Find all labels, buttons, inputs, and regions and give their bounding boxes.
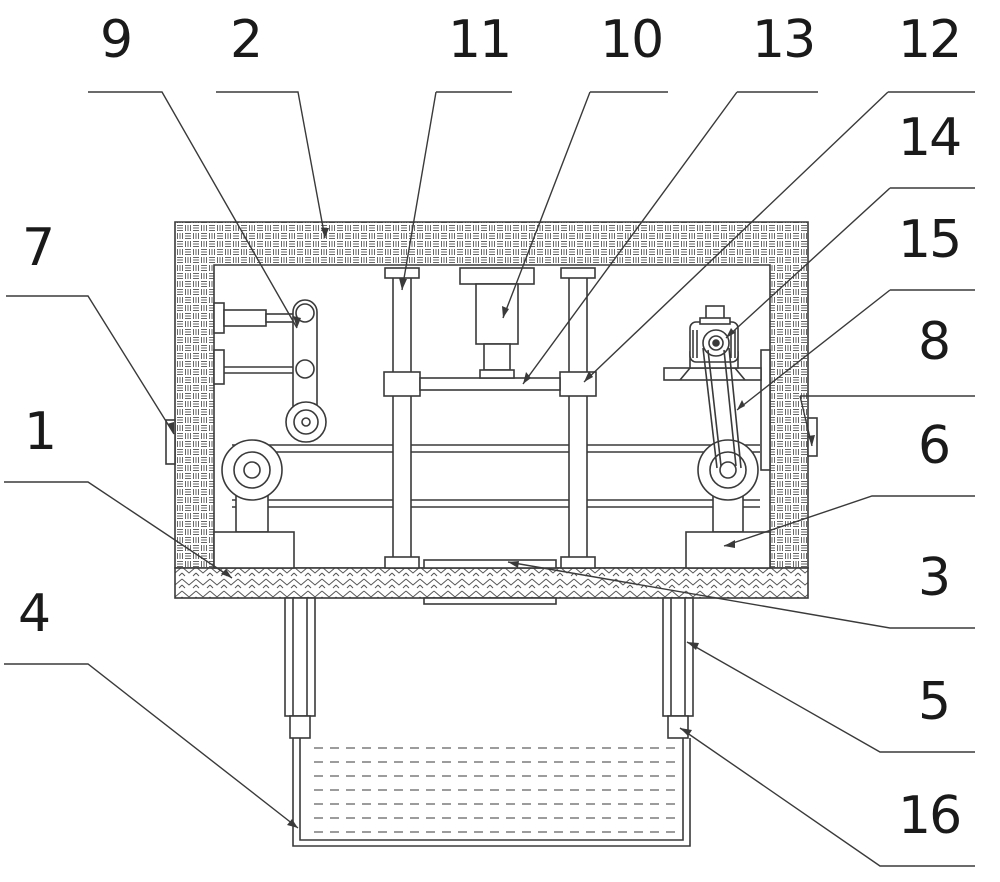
- leader-lines: [4, 91, 975, 867]
- label-12: 12: [898, 10, 962, 70]
- slider-left: [383, 371, 421, 397]
- label-10: 10: [600, 10, 664, 70]
- slider-right: [559, 371, 597, 397]
- arrowheads: [167, 228, 815, 828]
- label-14: 14: [898, 108, 962, 168]
- label-1: 1: [24, 402, 57, 462]
- label-11: 11: [448, 10, 512, 70]
- tank-water: [314, 747, 676, 833]
- left-conveyor-roller: [221, 439, 283, 501]
- base-plate: [174, 567, 809, 599]
- press-roller: [285, 401, 327, 443]
- cross-beam: [419, 377, 561, 391]
- right-conveyor-roller: [697, 439, 759, 501]
- label-9: 9: [100, 10, 133, 70]
- right-roller-base: [685, 531, 771, 569]
- label-3: 3: [918, 548, 951, 608]
- label-7: 7: [22, 218, 55, 278]
- telescopic-leg-right: [662, 597, 694, 717]
- telescopic-leg-left: [284, 597, 316, 717]
- water-tank: [292, 738, 691, 847]
- drive-belt: [702, 347, 718, 469]
- label-16: 16: [898, 786, 962, 846]
- bottom-pad: [423, 559, 557, 569]
- motor-shelf: [663, 367, 762, 381]
- press-cylinder: [475, 283, 519, 345]
- label-6: 6: [918, 416, 951, 476]
- left-handle: [165, 419, 176, 465]
- left-roller-base: [213, 531, 295, 569]
- label-8: 8: [918, 312, 951, 372]
- label-4: 4: [18, 584, 51, 644]
- cylinder-lower-body: [213, 349, 225, 385]
- guide-column-left: [392, 271, 412, 569]
- cylinder-upper-body: [213, 302, 225, 334]
- base-slot: [423, 597, 557, 605]
- label-5: 5: [918, 672, 951, 732]
- label-15: 15: [898, 210, 962, 270]
- label-2: 2: [230, 10, 263, 70]
- label-13: 13: [752, 10, 816, 70]
